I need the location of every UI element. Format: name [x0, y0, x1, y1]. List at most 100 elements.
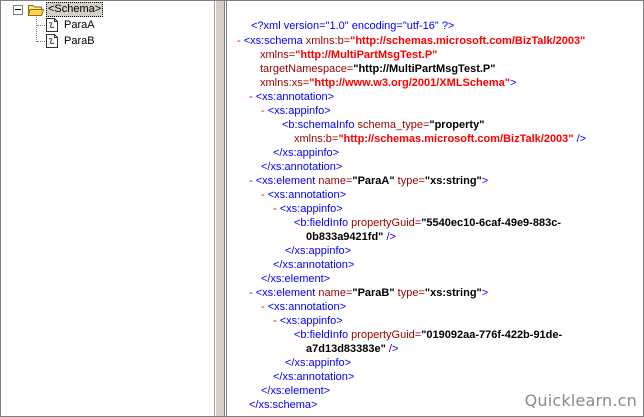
xml-tag: </xs:appinfo> [285, 245, 352, 257]
xml-tag: </xs:annotation> [261, 161, 343, 173]
tree-node-paraa[interactable]: ParaA [64, 19, 95, 31]
xml-tag-close: > [509, 77, 517, 89]
folder-open-icon [28, 5, 44, 16]
xml-line: 0b833a9421fd" /> [306, 230, 396, 244]
xml-line: - <xs:schema xmlns:b="http://schemas.mic… [237, 34, 585, 48]
xml-line: </xs:annotation> [261, 160, 342, 174]
xml-line: <b:schemaInfo schema_type="property" [282, 118, 484, 132]
xml-line: </xs:annotation> [273, 370, 354, 384]
xml-tag: <xs:annotation> [267, 189, 347, 201]
xml-attr: propertyGuid= [348, 217, 422, 229]
tree-node-parab[interactable]: ParaB [64, 35, 95, 47]
xml-attr: name= [315, 287, 353, 299]
xml-tag: <b:fieldInfo [294, 329, 349, 341]
xml-line: - <xs:appinfo> [273, 202, 343, 216]
collapse-toggle[interactable]: - [273, 315, 277, 327]
xml-tag: <xs:annotation> [267, 301, 347, 313]
xml-value: "ParaB" [352, 287, 395, 299]
xml-tag-close: /> [383, 231, 396, 243]
xml-tag: </xs:element> [261, 273, 331, 285]
xml-value: 0b833a9421fd" [306, 231, 384, 243]
xml-tag: <xs:appinfo> [267, 105, 331, 117]
xml-value: "http://schemas.microsoft.com/BizTalk/20… [350, 35, 586, 47]
xml-line: </xs:appinfo> [273, 146, 339, 160]
xml-tag: <xs:appinfo> [279, 315, 343, 327]
xml-line: </xs:annotation> [273, 258, 354, 272]
xml-value: "019092aa-776f-422b-91de- [421, 329, 563, 341]
xml-value: "http://MultiPartMsgTest.P" [295, 49, 438, 61]
xml-line: </xs:appinfo> [285, 356, 351, 370]
xml-tag: </xs:appinfo> [285, 357, 352, 369]
collapse-toggle[interactable]: - [249, 287, 253, 299]
collapse-toggle[interactable]: - [261, 189, 265, 201]
collapse-toggle[interactable]: - [273, 203, 277, 215]
xml-line: </xs:appinfo> [285, 244, 351, 258]
xml-attr: type= [394, 287, 425, 299]
xml-value: "http://MultiPartMsgTest.P" [353, 63, 496, 75]
collapse-toggle[interactable]: - [261, 105, 265, 117]
xml-tag: <b:schemaInfo [282, 119, 355, 131]
xml-attr: xmlns:xs= [260, 77, 310, 89]
xml-value: a7d13d83383e" [306, 343, 386, 355]
watermark: Quicklearn.cn [524, 391, 637, 410]
xml-line: </xs:schema> [249, 398, 317, 412]
collapse-toggle[interactable]: - [261, 301, 265, 313]
xml-value: "xs:string" [424, 175, 482, 187]
xml-line: xmlns:xs="http://www.w3.org/2001/XMLSche… [260, 76, 516, 90]
xml-attr: propertyGuid= [348, 329, 422, 341]
xml-decl-text: <?xml version="1.0" encoding="utf-16" ?> [251, 20, 455, 32]
xml-line: - <xs:appinfo> [273, 314, 343, 328]
xml-tag: <xs:element [255, 287, 316, 299]
xml-attr: type= [394, 175, 425, 187]
schema-tree-pane: <Schema> ParaA ParaB [1, 1, 215, 416]
xml-value: "xs:string" [424, 287, 482, 299]
xml-value: "property" [429, 119, 485, 131]
xml-line: - <xs:annotation> [261, 300, 346, 314]
xml-attr: xmlns= [260, 49, 296, 61]
xml-line: targetNamespace="http://MultiPartMsgTest… [260, 62, 495, 76]
xml-line: xmlns:b="http://schemas.microsoft.com/Bi… [294, 132, 586, 146]
xml-line: - <xs:annotation> [249, 90, 334, 104]
xml-line: <b:fieldInfo propertyGuid="5540ec10-6caf… [294, 216, 561, 230]
xml-tag: <xs:annotation> [255, 91, 335, 103]
xml-line: - <xs:element name="ParaB" type="xs:stri… [249, 286, 488, 300]
tree-connector [36, 17, 37, 42]
xml-tag: </xs:element> [261, 385, 331, 397]
xml-line: </xs:element> [261, 272, 330, 286]
collapse-toggle[interactable]: - [237, 35, 241, 47]
tree-root-schema[interactable]: <Schema> [46, 2, 104, 17]
field-document-icon [46, 34, 58, 48]
xml-line: - <xs:element name="ParaA" type="xs:stri… [249, 174, 488, 188]
xml-tag: </xs:schema> [249, 399, 318, 411]
xml-tag: </xs:annotation> [273, 259, 355, 271]
xml-attr: name= [315, 175, 353, 187]
xml-tag-close: > [481, 287, 489, 299]
xml-value: "5540ec10-6caf-49e9-883c- [421, 217, 561, 229]
xml-value: "http://schemas.microsoft.com/BizTalk/20… [338, 133, 574, 145]
xml-attr: xmlns:b= [294, 133, 339, 145]
xml-line: <b:fieldInfo propertyGuid="019092aa-776f… [294, 328, 562, 342]
collapse-toggle[interactable] [13, 5, 23, 15]
xml-attr: targetNamespace= [260, 63, 354, 75]
xml-tag-close: /> [385, 343, 399, 355]
xml-tag-close: > [481, 175, 489, 187]
collapse-toggle[interactable]: - [249, 91, 253, 103]
tree-connector [37, 41, 45, 42]
xml-tag-close: /> [573, 133, 587, 145]
xml-tag: <b:fieldInfo [294, 217, 349, 229]
xml-line: </xs:element> [261, 384, 330, 398]
field-document-icon [46, 18, 58, 32]
xml-value: "http://www.w3.org/2001/XMLSchema" [309, 77, 510, 89]
xml-value: "ParaA" [352, 175, 395, 187]
xml-declaration: <?xml version="1.0" encoding="utf-16" ?> [251, 19, 454, 33]
pane-splitter[interactable] [215, 1, 225, 416]
xml-tag: <xs:element [255, 175, 316, 187]
xml-attr: schema_type= [354, 119, 430, 131]
tree-connector [37, 25, 45, 26]
xml-line: - <xs:annotation> [261, 188, 346, 202]
xml-view-pane: <?xml version="1.0" encoding="utf-16" ?>… [226, 1, 643, 416]
xml-attr: xmlns:b= [305, 35, 351, 47]
xml-tag: </xs:appinfo> [273, 147, 340, 159]
collapse-toggle[interactable]: - [249, 175, 253, 187]
